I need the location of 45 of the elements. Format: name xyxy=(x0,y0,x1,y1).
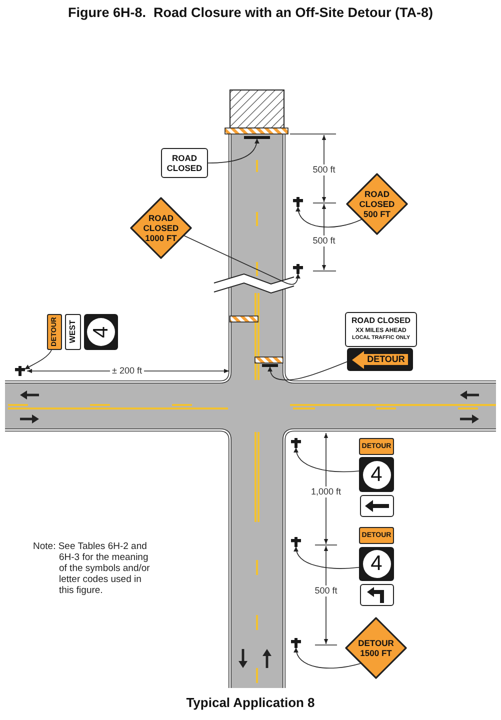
dimension-label: ± 200 ft xyxy=(110,366,144,376)
route-number: 4 xyxy=(362,550,390,578)
sign-text: ROAD CLOSED xyxy=(166,153,204,173)
sign-text: ROAD CLOSED 1000 FT xyxy=(142,213,180,243)
route-number: 4 xyxy=(87,318,115,346)
sign-text: DETOUR 1500 FT xyxy=(357,638,395,658)
sign-post-icon xyxy=(291,537,301,547)
regulatory-sign xyxy=(345,312,417,347)
dimension-label: 500 ft xyxy=(310,164,338,176)
sign-post-icon xyxy=(15,366,25,376)
note-text: Note: See Tables 6H-2 and 6H-3 for the meaning of the symbols and/or letter codes used in this figure. xyxy=(33,541,151,596)
regulatory-sign xyxy=(161,148,208,178)
leader-line xyxy=(184,235,300,285)
figure-title: Figure 6H-8. Road Closure with an Off-Site Detour (TA-8) xyxy=(68,5,433,21)
route-number: 4 xyxy=(362,460,390,488)
sign-post-icon xyxy=(291,638,301,648)
leader-line xyxy=(294,648,361,669)
leader-line xyxy=(296,206,362,228)
dimension-label: 500 ft xyxy=(310,236,338,246)
arrow-plaque xyxy=(360,495,394,517)
leader-line xyxy=(294,448,360,472)
leader-line xyxy=(24,350,52,370)
arrow-sign xyxy=(347,348,413,371)
sign-plaque xyxy=(47,314,62,350)
sign-plaque xyxy=(359,438,394,455)
sign-plaque xyxy=(65,314,81,350)
sign-post-icon xyxy=(291,438,301,448)
sign-post-icon xyxy=(293,264,303,274)
leader-line xyxy=(268,361,348,380)
leader-line xyxy=(208,138,260,164)
warning-sign xyxy=(130,197,192,259)
sign-text: ROAD CLOSED 500 FT xyxy=(358,189,396,219)
sign-bar xyxy=(262,364,278,367)
figure-caption: Typical Application 8 xyxy=(186,696,315,711)
sign-post-icon xyxy=(293,197,303,207)
dimension-label: 500 ft xyxy=(312,586,340,596)
sign-text: WEST xyxy=(69,320,77,344)
leader-line xyxy=(294,546,360,569)
sign-bar xyxy=(244,136,270,139)
arrow-plaque xyxy=(360,584,394,606)
warning-sign xyxy=(346,173,408,235)
dimension-label: 1,000 ft xyxy=(308,486,344,498)
sign-plaque xyxy=(359,527,394,544)
warning-sign xyxy=(345,617,407,679)
sign-text: ROAD CLOSED xyxy=(351,316,411,327)
